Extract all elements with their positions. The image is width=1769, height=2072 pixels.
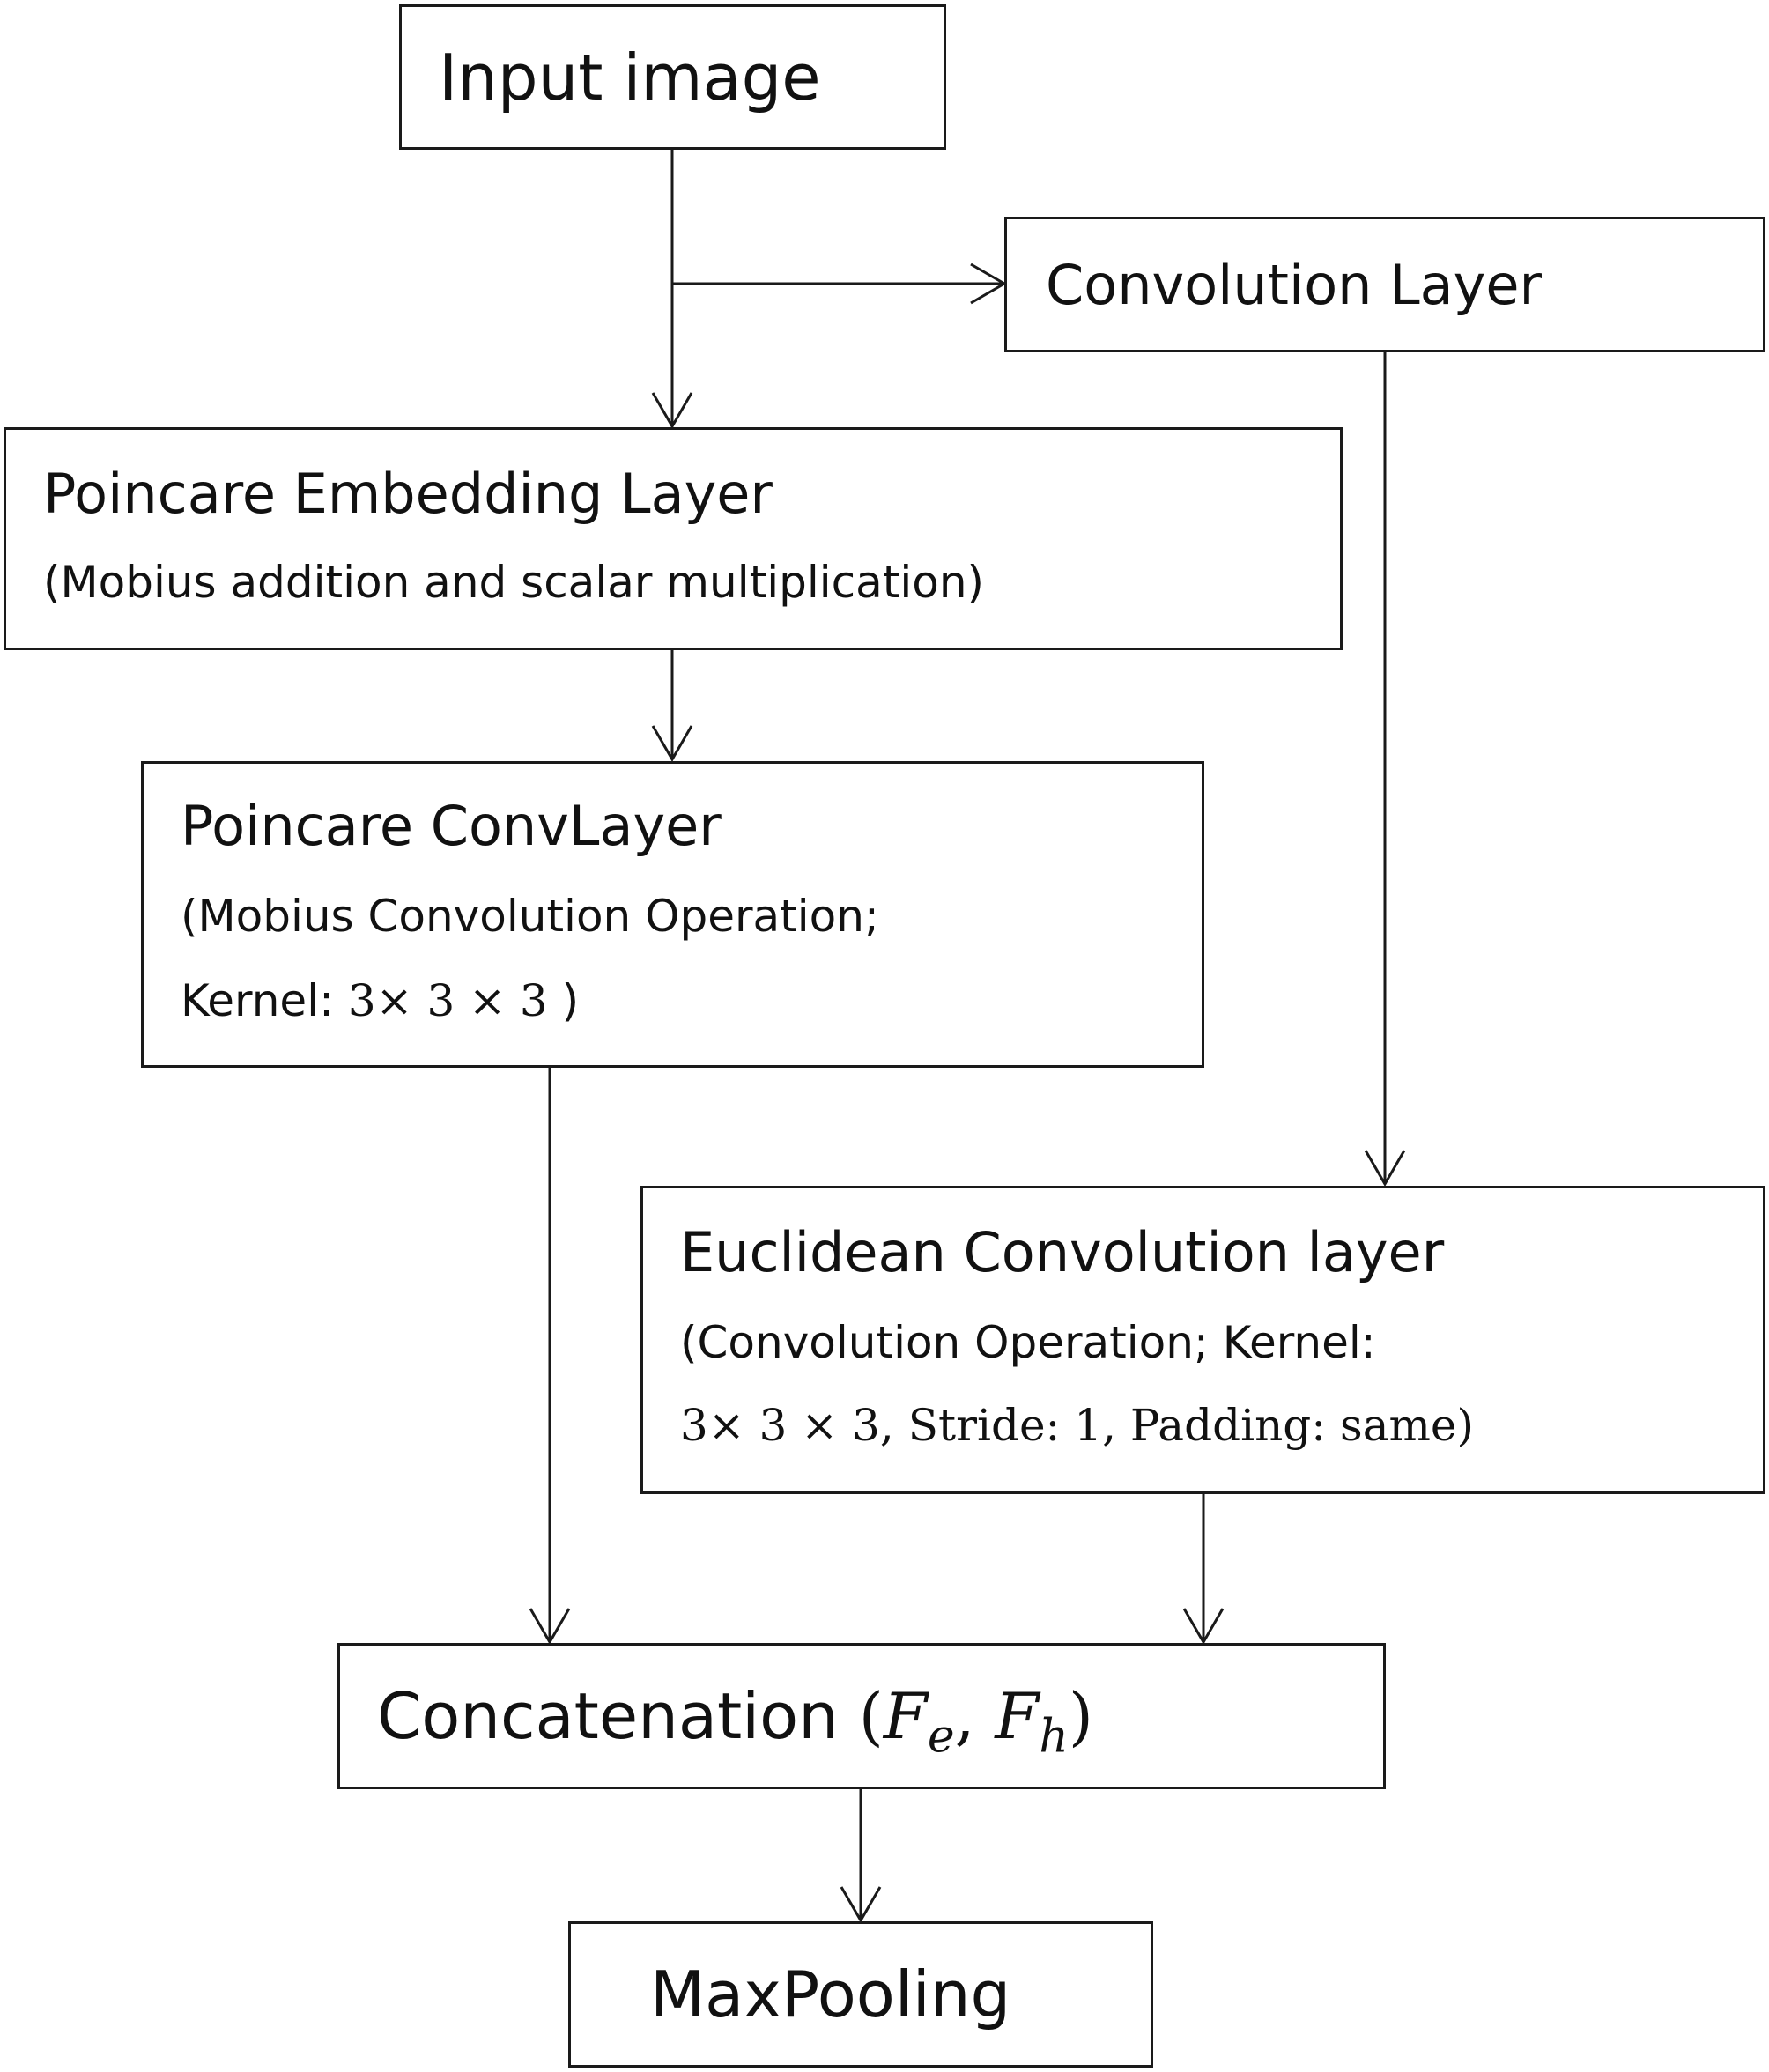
poincare-convlayer-title: Poincare ConvLayer [181,794,722,858]
stride-padding-value: Stride: 1, Padding: same) [907,1400,1475,1451]
concatenation-box: Concatenation (Fe, Fh) [337,1643,1386,1789]
concatenation-label: Concatenation (Fe, Fh) [377,1684,1093,1759]
convolution-layer-label: Convolution Layer [1046,253,1542,317]
poincare-embedding-layer-title: Poincare Embedding Layer [43,462,773,526]
euclidean-convolution-layer-detail-line1: (Convolution Operation; Kernel: [680,1317,1376,1368]
convolution-layer-box: Convolution Layer [1004,217,1765,352]
poincare-convlayer-detail-line2: Kernel: 3× 3 × 3 ) [181,979,579,1023]
input-image-box: Input image [399,4,946,150]
arrowhead-icon [529,1608,571,1645]
arrowhead-icon [840,1886,882,1923]
concatenation-math: (Fe, Fh) [858,1679,1093,1764]
arrowhead-icon [1364,1150,1406,1187]
poincare-convlayer-detail-line1: (Mobius Convolution Operation; [181,891,879,942]
concatenation-title: Concatenation [377,1679,839,1753]
poincare-embedding-layer-box: Poincare Embedding Layer (Mobius additio… [4,427,1343,650]
maxpooling-box: MaxPooling [568,1921,1153,2068]
kernel-prefix-label: Kernel: [181,975,334,1026]
euclidean-convolution-layer-detail-line2: 3× 3 × 3, Stride: 1, Padding: same) [680,1403,1474,1447]
poincare-convlayer-box: Poincare ConvLayer (Mobius Convolution O… [141,761,1204,1068]
maxpooling-label: MaxPooling [650,1957,1011,2031]
arrowhead-icon [1182,1608,1225,1645]
input-image-label: Input image [439,41,821,115]
poincare-embedding-layer-detail: (Mobius addition and scalar multiplicati… [43,557,985,608]
kernel-size-value: 3× 3 × 3 [347,975,548,1026]
euclidean-convolution-layer-box: Euclidean Convolution layer (Convolution… [640,1186,1765,1494]
kernel-size-value: 3× 3 × 3, [680,1400,894,1451]
arrowhead-icon [651,392,693,429]
arrowhead-icon [651,725,693,762]
kernel-closing-paren: ) [561,975,580,1026]
euclidean-convolution-layer-title: Euclidean Convolution layer [680,1220,1445,1284]
